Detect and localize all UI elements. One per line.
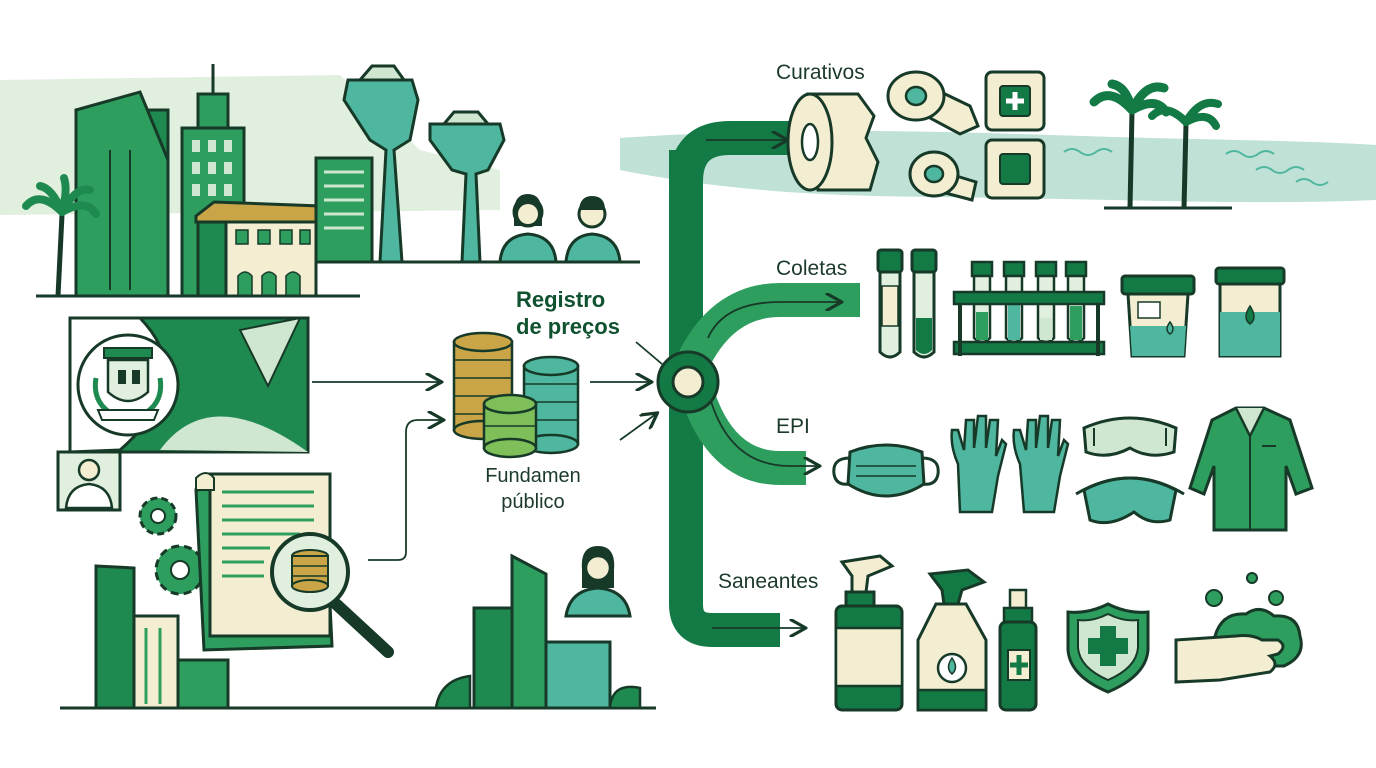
spray-bottle-icon	[834, 554, 904, 712]
lab-coat-icon	[1188, 406, 1314, 532]
test-tube-rack-icon	[952, 260, 1106, 356]
adhesive-bandage-icon	[984, 70, 1046, 200]
blood-tube-icon	[876, 248, 938, 359]
sample-container-icon	[1120, 266, 1286, 358]
hand-washing-icon	[1174, 572, 1303, 684]
public-funds-coins-icon	[452, 331, 580, 459]
health-workers-icon	[498, 194, 622, 264]
gear-icon	[138, 496, 206, 596]
category-label-saneantes: Saneantes	[718, 570, 819, 593]
document-analysis-icon	[194, 472, 394, 658]
category-label-coletas: Coletas	[776, 257, 848, 280]
shield-cross-icon	[1066, 602, 1150, 694]
funding-source-label: Fundamen público	[468, 463, 598, 515]
category-label-curativos: Curativos	[776, 61, 865, 84]
hand-sanitizer-spray-icon	[998, 588, 1038, 712]
gloves-icon	[950, 414, 1070, 514]
funding-source-line-1: Fundamen	[485, 465, 581, 487]
nurse-avatar	[564, 546, 632, 618]
diagram-title-line-1: Registro	[516, 287, 606, 312]
category-label-epi: EPI	[776, 415, 810, 438]
funding-source-line-2: público	[501, 491, 565, 513]
diagram-title-line-2: de preços	[516, 314, 620, 339]
municipal-emblem-panel	[68, 316, 310, 454]
diagram-title: Registro de preços	[516, 286, 620, 340]
flow-arrows-right	[706, 140, 840, 628]
bandage-roll-icon	[786, 92, 880, 192]
palm-trees-beach	[1063, 79, 1329, 210]
city-coat-of-arms-icon	[106, 358, 150, 403]
disinfectant-bottle-icon	[916, 568, 988, 712]
palm-tree-left	[22, 174, 100, 297]
central-hub-node	[656, 350, 720, 414]
buildings-bottom-center	[434, 553, 642, 710]
safety-goggles-icon	[1075, 416, 1185, 525]
tape-roll-icon	[886, 70, 980, 202]
doctor-avatar	[56, 450, 122, 512]
face-mask-icon	[832, 443, 940, 498]
city-skyline-top	[36, 64, 640, 298]
flow-arrows-left	[312, 341, 663, 561]
